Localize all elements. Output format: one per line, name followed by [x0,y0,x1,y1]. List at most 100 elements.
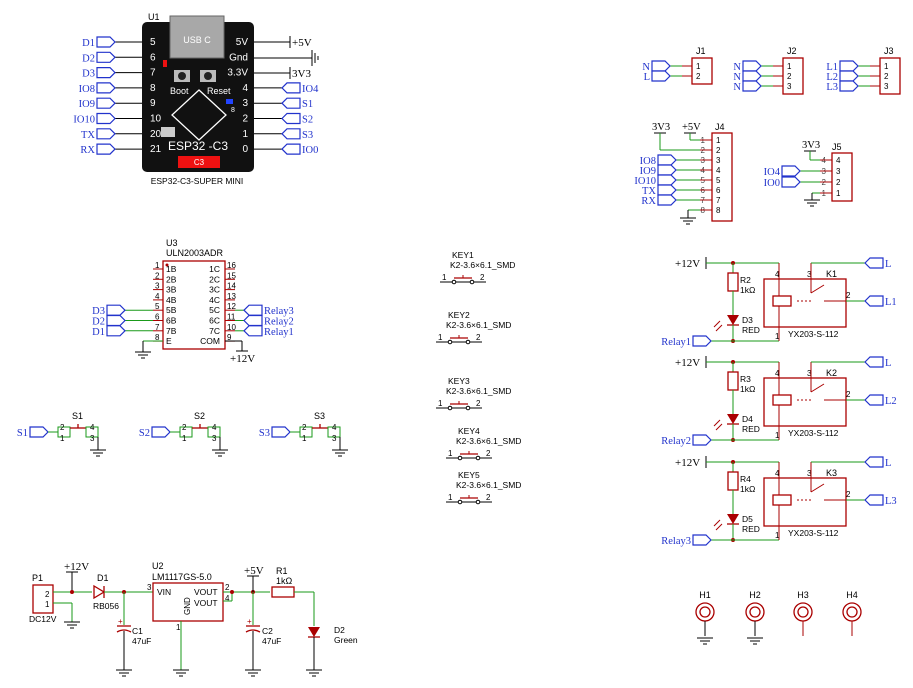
relay-net-relay1-flag[interactable] [692,335,712,347]
relay-led-ray-1 [713,320,721,328]
j5-header[interactable]: J5443322113V3IO4IO0 [764,140,853,207]
u3-in-d3-flag[interactable] [106,304,126,316]
u1-net-io0-flag[interactable] [281,143,301,155]
j1-header-net-0-flag[interactable] [651,60,671,72]
relay-net-relay3-flag[interactable] [692,534,712,546]
relay-net-relay1-label: Relay1 [661,337,691,348]
u1-net-io8-flag[interactable] [96,82,116,94]
relay-out-l1-flag[interactable] [864,295,884,307]
u1-net-io10-label: IO10 [73,115,95,126]
u1-net-s2-flag[interactable] [281,112,301,125]
u1-net-rx-flag[interactable] [96,143,116,155]
hole-inner [749,606,761,618]
boot-label: Boot [170,86,189,96]
u3-out-relay3-flag[interactable] [243,304,263,316]
relay-12v-label: +12V [675,258,700,270]
j4-net-io9-flag[interactable] [657,164,677,176]
j1-header-net-1-flag[interactable] [651,70,671,82]
key-ref: KEY3 [448,376,470,386]
u3-right-pin-num: 10 [227,323,236,332]
j3-header-net-2-flag[interactable] [839,80,859,92]
relay-out-l-flag[interactable] [864,356,884,368]
u1-net-tx-flag[interactable] [96,128,116,140]
j2-header-pin-num: 2 [787,72,792,81]
j2-header-net-1-flag[interactable] [742,70,762,82]
switch-net-s1-flag[interactable] [29,426,49,438]
switch-pin-4: 4 [90,423,95,432]
c1-plus: + [118,617,123,626]
u1-net-d1-flag[interactable] [96,36,116,48]
j4-net-io8-label: IO8 [640,156,656,167]
gpio8-led [226,99,233,104]
reset-button-cap [204,72,212,80]
u3-value: ULN2003ADR [166,248,224,258]
u1-net-s1-flag[interactable] [281,97,301,109]
u3-out-relay1-flag[interactable] [243,325,263,337]
u1-net-s3-flag[interactable] [281,128,301,140]
u1-net-io10-flag[interactable] [96,112,116,125]
relay-d-ref: D4 [742,414,753,424]
u1-power-5v: +5V 3V3 [254,36,319,80]
j3-header-net-1-flag[interactable] [839,70,859,82]
c3-badge-text: C3 [194,158,205,167]
j2-header-body [782,57,804,95]
j4-net-io8-flag[interactable] [657,154,677,166]
relay-net-relay2-flag[interactable] [692,434,712,446]
relay-out-l2-flag[interactable] [864,394,884,406]
j5-net-io0-flag[interactable] [781,176,801,188]
r1-value: 1kΩ [276,576,293,586]
u3-out-relay2-flag[interactable] [243,314,263,327]
hole-outer [793,602,813,622]
j3-header-pin-num: 3 [884,82,889,91]
mounting-hole-4: H4 [842,590,862,636]
j4-net-io10-label: IO10 [634,176,656,187]
u3-in-d2-flag[interactable] [106,314,126,327]
relay-out-l3-flag[interactable] [864,494,884,506]
j3-header-net-0-flag[interactable] [839,60,859,72]
j4-net-rx-flag[interactable] [657,194,677,206]
u1-esp32-module[interactable]: U1 USB C Boot Reset 8 ESP32 -C3 C3 ESP32… [73,12,319,186]
key-value: K2-3.6×6.1_SMD [456,480,521,490]
u3-right-pin-label: 4C [209,295,220,305]
j2-header-net-2-flag[interactable] [742,80,762,92]
switch-net-s3-flag[interactable] [271,426,291,438]
p1-body[interactable] [32,584,54,614]
u2-body[interactable] [152,582,224,622]
j2-header-net-0-flag[interactable] [742,60,762,72]
u3-in-d1-flag[interactable] [106,325,126,337]
j4-net-tx-flag[interactable] [657,184,677,196]
j1-header-body [691,57,713,85]
relay-pin-1: 1 [775,431,780,440]
d2-ref: D2 [334,625,345,635]
mounting-hole-2: H2 [745,590,765,645]
u1-net-io9-flag[interactable] [96,97,116,109]
j1-header-pin-num: 2 [696,72,701,81]
j4-pin-num: 6 [716,186,721,195]
switch-net-s2-flag[interactable] [151,426,171,438]
relay-out-l-flag[interactable] [864,456,884,468]
u1-right-pin-label: 3.3V [227,68,248,79]
j5-net-io4-flag[interactable] [781,165,801,177]
u1-net-io4-flag[interactable] [281,82,301,94]
u1-net-d2-flag[interactable] [96,51,116,63]
relay-pin-3: 3 [807,469,812,478]
relay-out-l-flag[interactable] [864,257,884,269]
j4-net-io10-flag[interactable] [657,174,677,186]
u1-net-d3-flag[interactable] [96,66,116,79]
